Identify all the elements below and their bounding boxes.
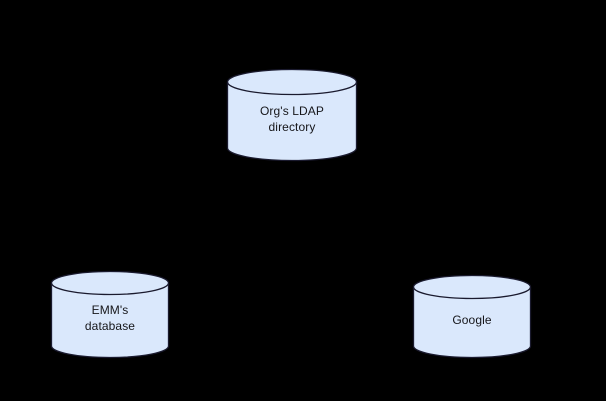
node-emm-database[interactable]: EMM's database	[50, 270, 170, 359]
database-cylinder-icon	[226, 68, 358, 162]
node-org-ldap-directory[interactable]: Org's LDAP directory	[226, 68, 358, 162]
database-cylinder-icon	[412, 274, 532, 359]
node-google[interactable]: Google	[412, 274, 532, 359]
database-cylinder-icon	[50, 270, 170, 359]
